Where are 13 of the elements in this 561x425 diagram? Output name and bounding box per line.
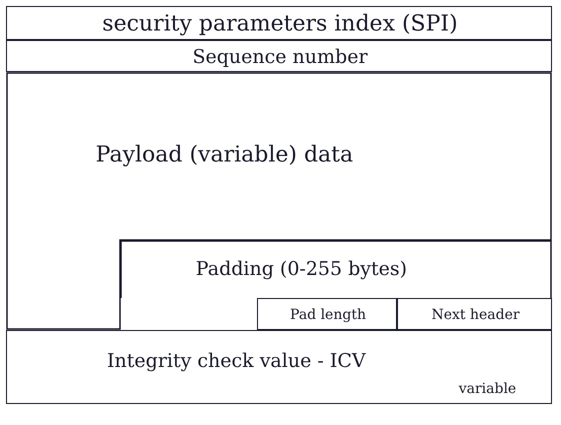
field-label: Pad length [290, 307, 366, 323]
header-field [6, 40, 552, 72]
field-label: security parameters index (SPI) [102, 12, 458, 36]
field-label: Next header [431, 307, 520, 323]
field-label: Padding (0-255 bytes) [196, 258, 408, 280]
trailer-field [397, 298, 552, 330]
trailer-field [257, 298, 397, 330]
header-field [6, 6, 552, 40]
field-label: Sequence number [192, 46, 368, 68]
field-label: Integrity check value - ICV [107, 350, 366, 372]
field-note: variable [458, 380, 516, 397]
field-label: Payload (variable) data [96, 142, 354, 168]
icv-field [6, 330, 552, 404]
